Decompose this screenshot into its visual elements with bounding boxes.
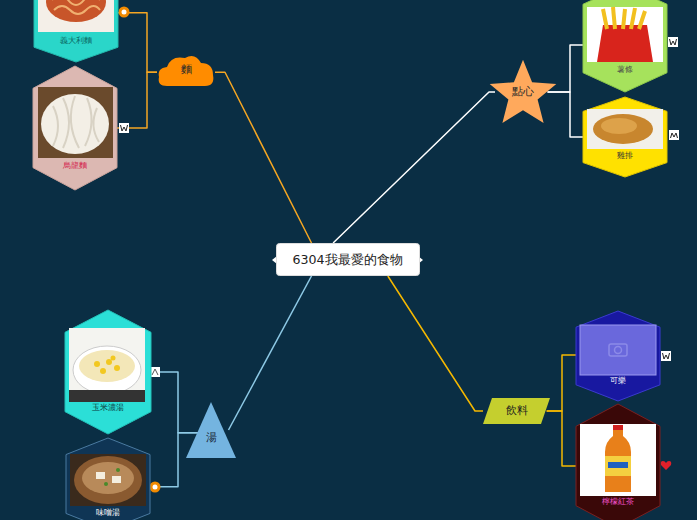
branch-connector xyxy=(118,13,157,72)
link-badge xyxy=(150,482,161,493)
branch-connector xyxy=(151,372,199,433)
food-photo xyxy=(583,97,667,177)
central-topic: 6304我最愛的食物 xyxy=(276,243,420,276)
node-label: 味噌湯 xyxy=(66,508,150,518)
branch-connector xyxy=(547,411,576,466)
branch-connector xyxy=(333,92,495,243)
food-photo xyxy=(34,0,118,62)
node-label: 烏龍麵 xyxy=(33,161,117,171)
node-label: 可樂 xyxy=(576,376,660,386)
food-photo xyxy=(576,311,660,401)
branch-connector xyxy=(117,72,157,128)
food-card: 玉米濃湯 xyxy=(65,310,151,434)
node-label: 檸檬紅茶 xyxy=(576,497,660,507)
heart-badge xyxy=(661,461,672,470)
food-photo xyxy=(65,310,151,434)
node-label: 飲料 xyxy=(483,405,550,418)
branch-connector xyxy=(229,276,312,430)
food-photo xyxy=(33,66,117,190)
node-label: 雞排 xyxy=(583,151,667,161)
food-card: 檸檬紅茶 xyxy=(576,404,660,520)
link-badge xyxy=(669,130,679,140)
branch-cloud: 麵 xyxy=(157,53,215,88)
node-outline xyxy=(186,402,236,458)
branch-star: 點心 xyxy=(488,57,558,127)
wiki-badge xyxy=(668,37,678,47)
food-card: 可樂 xyxy=(576,311,660,401)
node-label: 湯 xyxy=(186,432,236,445)
link-badge xyxy=(119,7,130,18)
food-card: 義大利麵 xyxy=(34,0,118,62)
branch-connector xyxy=(388,276,483,411)
food-photo xyxy=(583,0,667,92)
node-label: 薯條 xyxy=(583,65,667,75)
node-label: 玉米濃湯 xyxy=(65,403,151,413)
wiki-badge xyxy=(119,123,129,133)
branch-parallelogram: 飲料 xyxy=(483,398,550,424)
branch-connector xyxy=(548,92,584,137)
food-card: 雞排 xyxy=(583,97,667,177)
branch-connector xyxy=(150,433,199,487)
branch-triangle: 湯 xyxy=(186,402,236,458)
node-label: 點心 xyxy=(488,86,558,99)
wiki-badge xyxy=(661,351,671,361)
branch-connector xyxy=(547,355,576,411)
node-label: 6304我最愛的食物 xyxy=(276,252,420,267)
branch-connector xyxy=(215,72,312,243)
food-card: 烏龍麵 xyxy=(33,66,117,190)
food-card: 薯條 xyxy=(583,0,667,92)
food-card: 味噌湯 xyxy=(66,438,150,520)
node-label: 麵 xyxy=(157,64,215,77)
node-label: 義大利麵 xyxy=(34,36,118,46)
